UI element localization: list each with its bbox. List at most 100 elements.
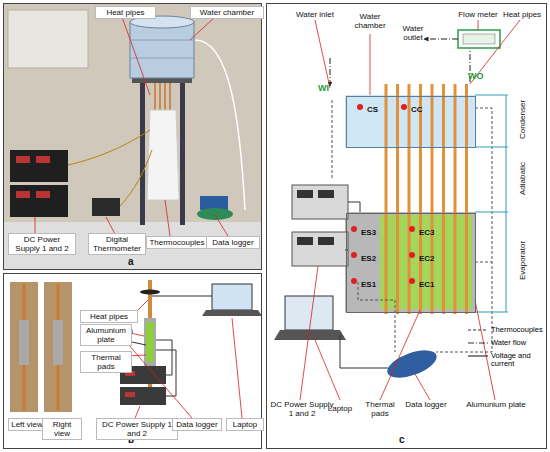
lab-photo xyxy=(36,156,50,163)
thermocouple-dot xyxy=(409,252,415,258)
part-label: Data logger xyxy=(206,236,260,249)
legend-text: Voltage and current xyxy=(491,352,548,368)
sensor-label: EC2 xyxy=(419,254,435,263)
sensor-label: ES3 xyxy=(361,228,376,237)
schematic xyxy=(292,232,348,266)
lab-photo xyxy=(197,208,233,220)
setup-sketch xyxy=(132,340,176,396)
lab-photo xyxy=(132,78,192,83)
thermocouple-dot xyxy=(357,104,363,110)
part-label: Laptop xyxy=(322,404,358,413)
schematic xyxy=(384,345,440,383)
panel-frame: cCSCCES3EC3ES2EC2ES1EC1 xyxy=(266,3,547,449)
leader-line xyxy=(415,374,430,400)
leader-line xyxy=(122,17,150,95)
panel-letter: a xyxy=(128,256,134,267)
part-label: DC Power Supply 1 and 2 xyxy=(8,233,76,255)
schematic xyxy=(285,296,333,330)
setup-sketch xyxy=(125,392,135,397)
part-label: Thermal pads xyxy=(360,400,400,418)
setup-sketch xyxy=(10,280,262,412)
water-chamber: CSCC xyxy=(346,96,476,148)
lab-photo xyxy=(92,198,120,216)
legend-text: Water flow xyxy=(491,339,526,347)
part-label: Right view xyxy=(42,418,82,440)
thermocouple-dot xyxy=(401,104,407,110)
port-label: WI xyxy=(318,84,338,93)
part-label: Left view xyxy=(8,418,46,431)
legend-row: Voltage and current xyxy=(468,352,548,368)
lab-photo xyxy=(130,22,194,78)
legend-row: Water flow xyxy=(468,339,548,347)
setup-sketch xyxy=(212,284,252,310)
sensor-label: EC3 xyxy=(419,228,435,237)
schematic xyxy=(386,84,467,314)
lab-photo xyxy=(16,156,30,163)
schematic xyxy=(297,237,313,245)
leader-line xyxy=(300,266,318,400)
leader-line xyxy=(106,217,115,234)
legend-line xyxy=(468,355,488,356)
lab-photo xyxy=(10,185,68,217)
lab-photo xyxy=(195,40,245,210)
part-label: Heat pipes xyxy=(95,6,156,19)
part-label: Laptop xyxy=(226,418,264,431)
panel-frame: a xyxy=(3,3,262,270)
part-label: Alumunium plate xyxy=(464,400,528,409)
setup-sketch xyxy=(202,310,262,316)
leader-line xyxy=(215,215,228,236)
lab-photo xyxy=(147,110,179,200)
panel-letter: c xyxy=(399,434,405,445)
part-label: Water inlet xyxy=(288,10,342,19)
lab-photo xyxy=(130,40,194,58)
thermocouple-dot xyxy=(409,278,415,284)
legend-sample xyxy=(468,327,488,333)
lab-photo xyxy=(36,191,50,198)
schematic xyxy=(318,190,334,198)
leader-line xyxy=(315,20,330,88)
section-label: Condenser xyxy=(518,85,527,155)
schematic xyxy=(318,237,334,245)
leader-line xyxy=(190,17,215,40)
leader-line xyxy=(315,340,340,400)
setup-sketch xyxy=(144,318,156,366)
part-label: Water chamber xyxy=(190,6,264,19)
schematic xyxy=(332,100,492,352)
section-label: Evaporator xyxy=(518,226,527,296)
schematic xyxy=(297,190,313,198)
lab-photo xyxy=(140,80,145,225)
legend-line xyxy=(468,329,488,330)
leader-line xyxy=(478,20,479,30)
sensor-label: CC xyxy=(411,105,423,114)
part-label: Thermocouples xyxy=(146,236,208,249)
part-label: DC Power Supply 1 and 2 xyxy=(96,418,178,440)
legend-row: Thermocouples xyxy=(468,326,548,334)
schematic xyxy=(380,215,472,309)
setup-sketch xyxy=(140,290,160,295)
part-label: Data logger xyxy=(404,400,448,409)
lab-photo xyxy=(10,150,68,182)
leader-line xyxy=(35,17,228,236)
part-label: Thermal pads xyxy=(80,351,132,373)
setup-sketch xyxy=(146,322,154,362)
part-label: DC Power Supply 1 and 2 xyxy=(270,400,334,418)
port-label: WO xyxy=(468,72,488,81)
thermocouple-dot xyxy=(409,226,415,232)
lab-photo xyxy=(4,222,261,269)
section-label: Adiabatic xyxy=(518,144,527,214)
setup-sketch xyxy=(120,387,166,405)
lab-photo xyxy=(8,10,88,68)
lab-photo xyxy=(180,80,185,225)
setup-sketch xyxy=(53,320,63,365)
leader-line xyxy=(232,318,242,418)
lab-photo xyxy=(4,4,261,269)
part-label: Water outlet xyxy=(396,24,430,42)
lab-photo xyxy=(4,4,261,269)
leader-line xyxy=(128,344,192,418)
thermocouple-dot xyxy=(351,252,357,258)
schematic xyxy=(458,30,500,48)
schematic xyxy=(424,39,458,40)
thermocouple-dot xyxy=(351,226,357,232)
part-label: Heat pipes xyxy=(500,10,544,19)
